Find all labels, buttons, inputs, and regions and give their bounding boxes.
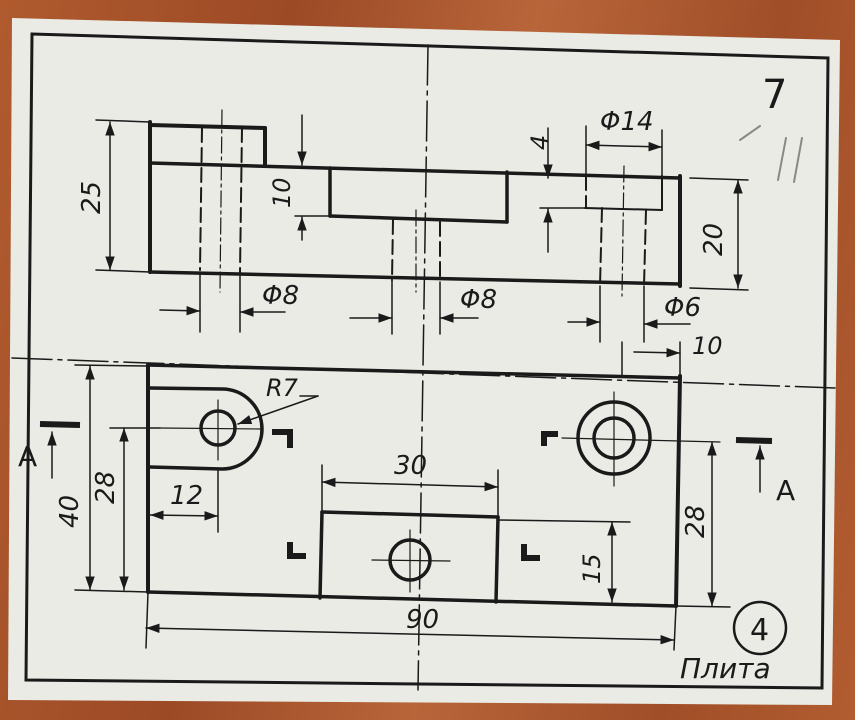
paper-sheet (8, 18, 840, 705)
dim-dia6: Φ6 (664, 293, 701, 323)
front-view-hidden-holes (199, 127, 647, 287)
dim-4: 4 (526, 135, 554, 150)
dim-20: 20 (699, 223, 729, 256)
dim-30: 30 (394, 451, 427, 481)
section-label-right: A (776, 474, 795, 507)
dim-15: 15 (578, 553, 606, 584)
section-marks (39, 421, 773, 561)
sheet-corner-number: 7 (762, 72, 787, 118)
dim-40: 40 (55, 495, 85, 528)
drawing-frame (24, 32, 830, 690)
pencil-marks (739, 125, 803, 183)
top-view (146, 363, 682, 608)
top-dimension-lines (47, 341, 765, 651)
dim-12: 12 (170, 481, 203, 511)
part-number-circle (732, 600, 788, 656)
front-dimension-lines (95, 114, 749, 343)
front-view (148, 120, 682, 288)
dim-90: 90 (406, 605, 439, 635)
dim-r7: R7 (266, 374, 299, 402)
dim-25: 25 (77, 181, 107, 214)
section-label-left: A (18, 440, 37, 473)
top-view-center-marks (159, 391, 721, 593)
part-number: 4 (750, 613, 769, 648)
dim-10-width: 10 (692, 332, 723, 360)
dim-dia8-left: Φ8 (262, 281, 299, 311)
dim-10-depth: 10 (268, 177, 296, 208)
dim-dia8-center: Φ8 (460, 285, 497, 315)
front-view-axes (219, 109, 625, 297)
dim-28-left: 28 (91, 471, 121, 504)
part-title: Плита (680, 652, 771, 685)
dim-dia14: Φ14 (600, 107, 654, 137)
vertical-centerline (417, 44, 429, 691)
dim-28-right: 28 (681, 505, 711, 538)
